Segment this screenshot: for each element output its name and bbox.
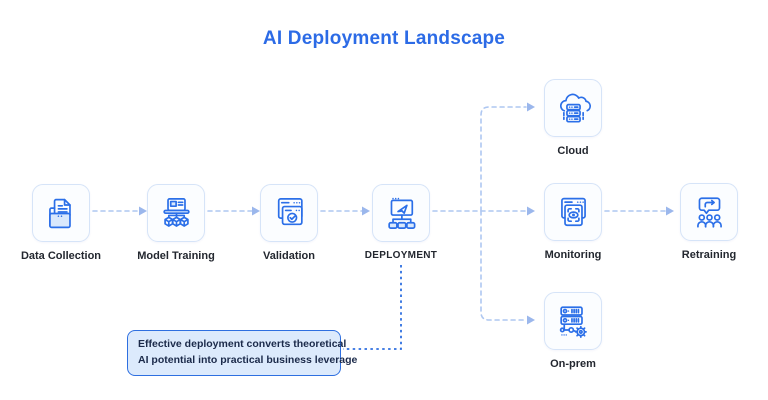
node-data-collection: Data Collection	[1, 184, 121, 263]
connector-deployment-onprem	[480, 210, 527, 321]
arrowhead	[362, 206, 370, 216]
servers-gear-icon	[544, 292, 602, 350]
node-model-training: Model Training	[116, 184, 236, 263]
cloud-servers-icon	[544, 79, 602, 137]
laptop-cubes-icon	[147, 184, 205, 242]
chat-arrow-people-icon	[680, 183, 738, 241]
callout-line-2: AI potential into practical business lev…	[138, 353, 358, 366]
node-label: DEPLOYMENT	[364, 250, 438, 261]
page-title: AI Deployment Landscape	[262, 28, 506, 49]
callout-box: Effective deployment converts theoretica…	[127, 330, 358, 376]
node-deployment: DEPLOYMENT	[341, 184, 461, 262]
node-retraining: Retraining	[649, 183, 768, 262]
arrowhead	[527, 206, 535, 216]
arrowhead	[527, 102, 535, 112]
node-monitoring: Monitoring	[513, 183, 633, 262]
arrowhead	[666, 206, 674, 216]
arrowhead	[139, 206, 147, 216]
connector-deployment-cloud	[480, 106, 527, 212]
node-label: Validation	[263, 250, 315, 262]
node-cloud: Cloud	[513, 79, 633, 158]
node-label: Retraining	[681, 249, 737, 261]
arrowhead	[252, 206, 260, 216]
folder-document-icon	[32, 184, 90, 242]
node-validation: Validation	[229, 184, 349, 263]
node-label: Cloud	[557, 145, 589, 157]
window-launch-tree-icon	[372, 184, 430, 242]
node-label: Model Training	[137, 250, 215, 262]
callout-line-1: Effective deployment converts theoretica…	[138, 338, 347, 350]
node-label: Data Collection	[20, 250, 102, 262]
window-checkmark-icon	[260, 184, 318, 242]
node-label: On-prem	[550, 358, 596, 370]
node-on-prem: On-prem	[513, 292, 633, 371]
connector-deployment-callout	[343, 265, 402, 350]
window-eye-scan-icon	[544, 183, 602, 241]
arrowhead	[527, 315, 535, 325]
node-label: Monitoring	[544, 249, 602, 261]
